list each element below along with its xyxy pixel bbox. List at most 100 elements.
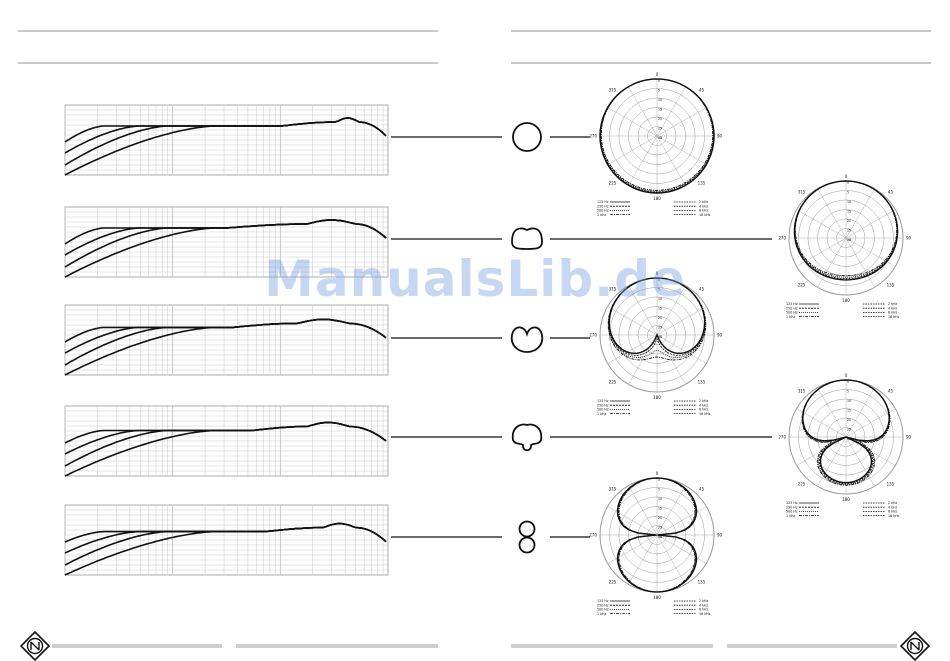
polar-ring-label: 0 (658, 478, 660, 482)
polar-ring-label: 10 (847, 200, 851, 204)
polar-spoke (656, 334, 707, 364)
polar-ring-label: 0 (847, 380, 849, 384)
legend-label: 500 Hz (597, 408, 609, 412)
footer-rule-left-b (236, 644, 438, 648)
omni-icon (512, 122, 542, 152)
polar-ring-label: 15 (658, 307, 662, 311)
polar-axis-label: 90 (717, 134, 723, 139)
polar-ring-label: 10 (847, 399, 851, 403)
figure-eight-lobe (518, 536, 536, 554)
legend-label: 2 kHz (699, 399, 709, 403)
polar-axis-label: 45 (699, 487, 705, 492)
legend-label: 1 kHz (597, 612, 607, 616)
polar-axis-label: 180 (842, 497, 850, 502)
polar-spoke (656, 485, 686, 536)
polar-axis-label: 0 (845, 174, 848, 179)
header-rule-right-top (511, 30, 931, 32)
legend-label: 8 kHz (699, 608, 709, 612)
polar-spoke (656, 135, 686, 186)
polar-spoke (796, 209, 847, 239)
polar-spoke (845, 436, 875, 487)
polar-spoke (628, 135, 658, 186)
polar-ring-label: 0 (847, 181, 849, 185)
polar-ring-label: 10 (658, 297, 662, 301)
polar-ring-label: 25 (658, 326, 662, 330)
polar-axis-label: 180 (653, 595, 661, 600)
polar-spoke (656, 506, 707, 536)
legend-label: 125 Hz (597, 399, 609, 403)
polar-axis-label: 0 (656, 471, 659, 476)
polar-axis-label: 270 (778, 435, 786, 440)
legend-label: 2 kHz (888, 501, 898, 505)
polar-axis-label: 0 (656, 271, 659, 276)
polar-spoke (628, 534, 658, 585)
polar-axis-label: 180 (653, 196, 661, 201)
response-curve (64, 117, 387, 176)
polar-ring-label: 5 (658, 288, 660, 292)
legend-label: 125 Hz (597, 599, 609, 603)
polar-spoke (796, 408, 847, 438)
footer-rule-right-b (727, 644, 897, 648)
polar-ring-label: 15 (658, 507, 662, 511)
figure-eight-icon (518, 520, 536, 554)
wide-cardioid-shape (511, 227, 543, 250)
polar-axis-label: 90 (717, 533, 723, 538)
header-rule-left-top (18, 30, 438, 32)
polar-spoke (628, 86, 658, 137)
polar-axis-label: 135 (698, 579, 706, 584)
polar-ring-label: 5 (847, 191, 849, 195)
omni-shape (512, 122, 542, 152)
legend-label: 250 Hz (786, 505, 798, 509)
polar-pattern-curve (794, 180, 898, 277)
polar-spoke (607, 107, 658, 137)
polar-spoke (656, 107, 707, 137)
legend-label: 16 kHz (699, 213, 711, 217)
polar-spoke (607, 534, 658, 564)
legend-label: 125 Hz (786, 302, 798, 306)
hypercardioid-icon (511, 423, 543, 452)
polar-spoke (845, 408, 896, 438)
footer-rule-left-a (52, 644, 222, 648)
response-curve (64, 522, 387, 576)
legend-label: 125 Hz (597, 200, 609, 204)
polar-spoke (817, 387, 847, 438)
legend-label: 16 kHz (699, 612, 711, 616)
polar-axis-label: 135 (698, 180, 706, 185)
legend-label: 1 kHz (597, 213, 607, 217)
response-curve (64, 219, 387, 278)
polar-axis-label: 180 (842, 298, 850, 303)
polar-ring-label: 0 (658, 278, 660, 282)
polar-axis-label: 90 (906, 435, 912, 440)
polar-spoke (656, 285, 686, 336)
polar-axis-label: 135 (887, 282, 895, 287)
polar-ring-label: 15 (847, 409, 851, 413)
legend-label: 500 Hz (786, 311, 798, 315)
polar-axis-label: 225 (798, 282, 806, 287)
legend-label: 8 kHz (699, 408, 709, 412)
polar-ring-label: dB (847, 238, 851, 242)
polar-spoke (607, 135, 658, 165)
wide-cardioid-icon (511, 227, 543, 250)
polar-spoke (656, 534, 686, 585)
polar-ring-label: 25 (658, 526, 662, 530)
polar-axis-label: 0 (656, 72, 659, 77)
polar-spoke (656, 86, 686, 137)
polar-axis-label: 270 (589, 533, 597, 538)
legend-label: 4 kHz (888, 306, 898, 310)
polar-spoke (656, 306, 707, 336)
polar-axis-label: 225 (609, 579, 617, 584)
legend-label: 500 Hz (597, 608, 609, 612)
polar-axis-label: 270 (589, 134, 597, 139)
response-curve (64, 318, 387, 376)
frequency-response-chart (64, 405, 389, 477)
polar-axis-label: 135 (698, 379, 706, 384)
polar-ring-label: 15 (658, 108, 662, 112)
header-rule-left-bottom (18, 62, 438, 64)
polar-ring-label: 5 (658, 488, 660, 492)
polar-ring-label: 10 (658, 497, 662, 501)
